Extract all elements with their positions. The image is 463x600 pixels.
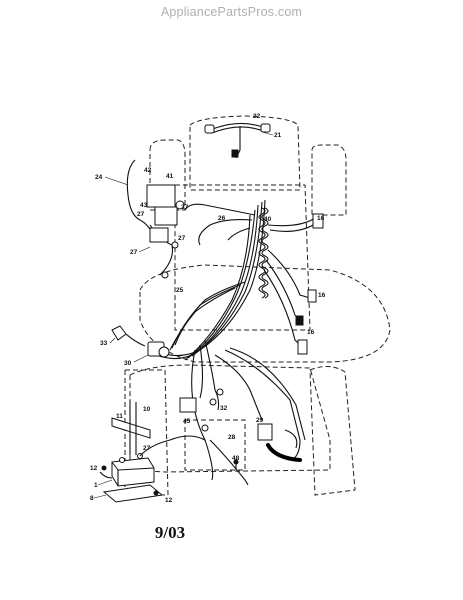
main-harness-bundle	[155, 199, 319, 486]
left-side-panel	[149, 139, 186, 211]
callout-30: 30	[124, 360, 132, 367]
callout-27d: 27	[143, 445, 151, 452]
right-connectors	[295, 213, 324, 355]
starter-cable	[257, 423, 302, 462]
callout-45: 45	[183, 418, 191, 425]
spiral-wrap	[258, 207, 269, 299]
callout-42: 42	[144, 167, 152, 174]
callout-12b: 12	[165, 497, 173, 504]
callout-1: 1	[94, 482, 98, 489]
watermark-text: AppliancePartsPros.com	[160, 5, 303, 19]
callout-27a: 27	[137, 211, 145, 218]
callout-41: 41	[166, 173, 174, 180]
callout-25: 25	[176, 287, 184, 294]
callout-27c: 27	[130, 249, 138, 256]
callout-16c: 16	[317, 215, 325, 222]
fastener-48	[233, 459, 239, 470]
callout-32: 32	[220, 405, 228, 412]
callout-8: 8	[90, 495, 94, 502]
callout-26: 26	[218, 215, 226, 222]
callout-27b: 27	[178, 235, 186, 242]
callout-labels: 22 21 24 42 41 43 27 37 40 26 27 27 25 1…	[90, 113, 326, 504]
callout-12a: 12	[90, 465, 98, 472]
seat-switch-parts	[179, 388, 224, 432]
callout-16b: 16	[307, 329, 315, 336]
rear-wheel-left	[124, 369, 169, 496]
callout-48: 48	[232, 455, 240, 462]
rear-body	[129, 364, 331, 473]
callout-22: 22	[253, 113, 261, 120]
right-side-panel	[311, 144, 347, 216]
headlight-harness	[204, 122, 271, 159]
callout-21: 21	[274, 132, 282, 139]
callout-24: 24	[95, 174, 103, 181]
callout-37: 37	[181, 204, 189, 211]
seat-outline	[184, 419, 246, 471]
hood-outline	[189, 115, 301, 191]
rear-wheel-right	[309, 366, 356, 496]
callout-40: 40	[264, 216, 272, 223]
callout-16a: 16	[318, 292, 326, 299]
frame-outline	[174, 184, 311, 331]
callout-11: 11	[116, 413, 123, 420]
callout-10: 10	[143, 406, 151, 413]
solenoid-area	[126, 159, 185, 279]
callout-33: 33	[100, 340, 108, 347]
battery-assembly	[99, 400, 206, 503]
callout-28: 28	[228, 434, 236, 441]
date-code: 9/03	[154, 523, 186, 542]
callout-43: 43	[140, 202, 148, 209]
engine-connector	[111, 325, 170, 358]
callout-29: 29	[256, 417, 264, 424]
